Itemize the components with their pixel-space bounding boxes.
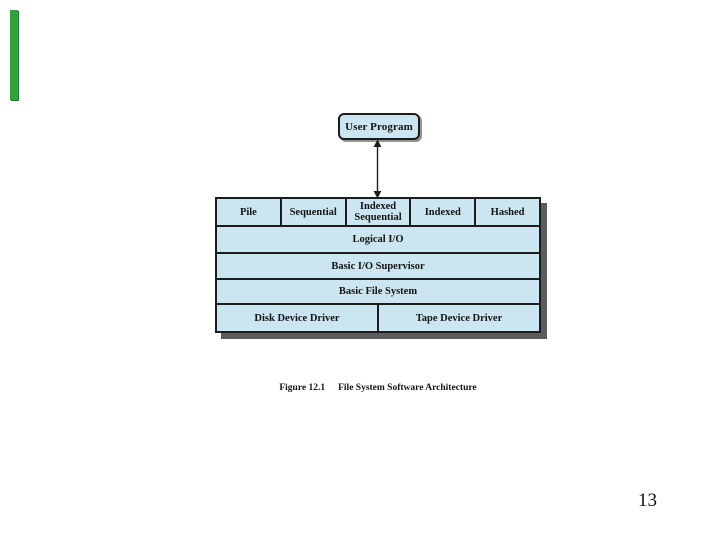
layer-basic-io-supervisor: Basic I/O Supervisor [217,252,539,278]
layer-basic-file-system: Basic File System [217,278,539,303]
user-program-label: User Program [345,120,413,133]
figure-label: Figure 12.1 [279,383,326,393]
green-accent-strip [10,10,18,100]
access-methods-row: Pile Sequential Indexed Sequential Index… [217,199,539,225]
cell-indexed: Indexed [409,199,474,225]
cell-indexed-sequential: Indexed Sequential [344,199,410,225]
file-system-stack: Pile Sequential Indexed Sequential Index… [215,197,541,333]
cell-pile: Pile [239,206,257,218]
page-number: 13 [638,490,657,511]
bidirectional-arrow-icon [373,139,382,199]
cell-hashed: Hashed [474,199,539,225]
cell-sequential: Sequential [279,199,345,225]
layer-logical-io: Logical I/O [217,225,539,252]
device-drivers-row: Disk Device Driver Tape Device Driver [217,303,539,331]
figure-caption: Figure 12.1 File System Software Architec… [215,383,541,393]
user-program-box: User Program [338,113,420,140]
cell-disk-device-driver: Disk Device Driver [254,312,340,324]
figure-title: File System Software Architecture [338,383,477,393]
cell-tape-device-driver: Tape Device Driver [377,305,539,331]
